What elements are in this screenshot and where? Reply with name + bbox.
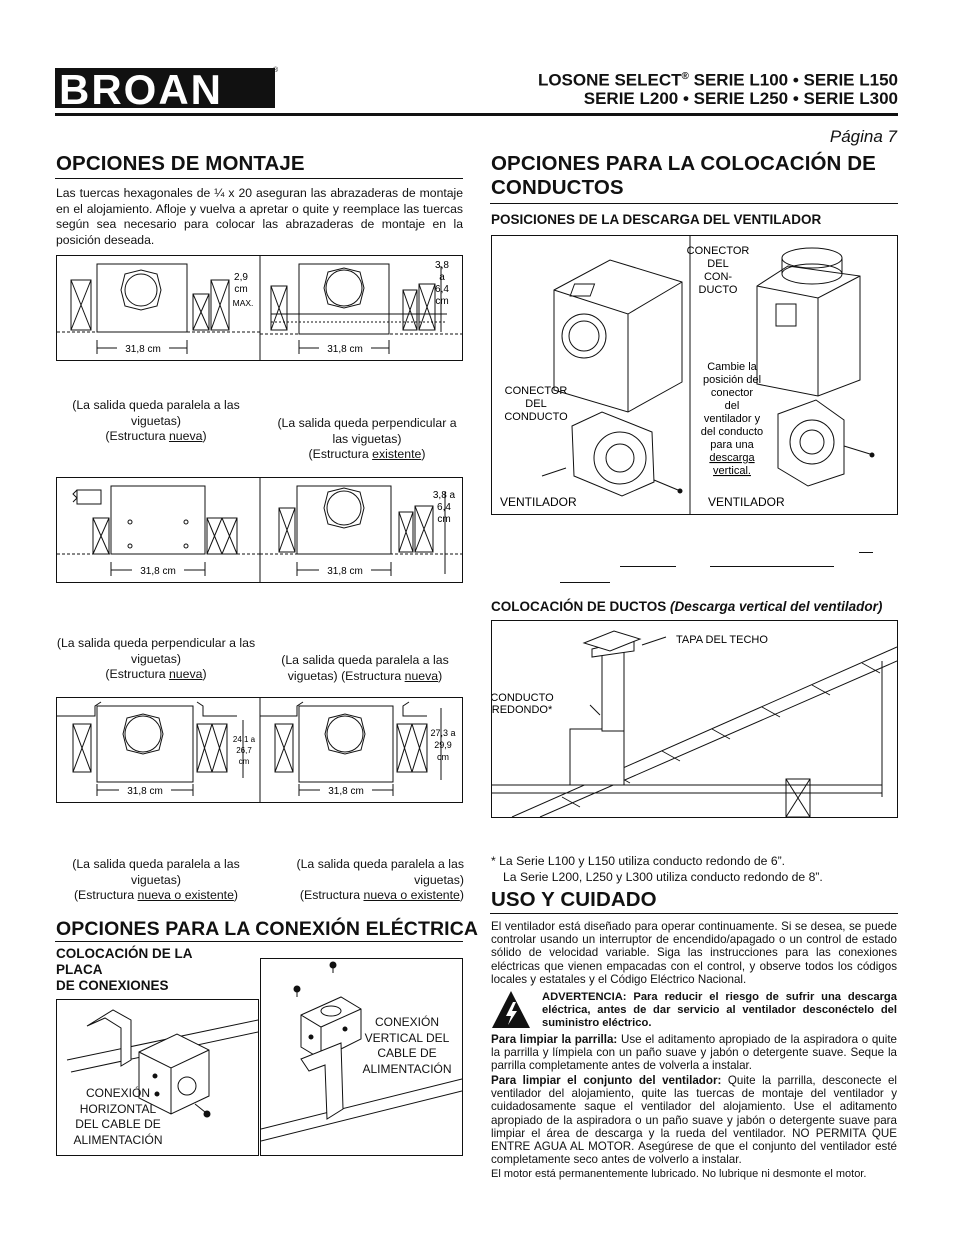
svg-text:DEL: DEL (525, 398, 546, 410)
svg-text:posición del: posición del (703, 374, 761, 386)
electrical-rule (55, 941, 463, 942)
caption-4: (La salida queda paralela a las viguetas… (281, 653, 449, 683)
svg-text:3,8: 3,8 (435, 260, 449, 271)
stray-rule-3 (710, 566, 834, 567)
fig1-dim-a: 2,9 (234, 272, 248, 283)
svg-text:DEL: DEL (707, 258, 728, 270)
caption-6: (La salida queda paralela a las viguetas… (296, 857, 465, 902)
caption-1: (La salida queda paralela a las viguetas… (72, 398, 240, 443)
electrical-subtitle: COLOCACIÓN DE LA PLACA DE CONEXIONES (56, 946, 193, 993)
svg-text:cm: cm (435, 296, 448, 307)
svg-text:cm: cm (437, 752, 449, 762)
roof-cap-label: TAPA DEL TECHO (676, 634, 768, 646)
horizontal-connection-label: CONEXIÓN HORIZONTAL DEL CABLE DE ALIMENT… (73, 1086, 163, 1147)
svg-text:ventilador y: ventilador y (704, 413, 761, 425)
warning-text: ADVERTENCIA: Para reducir el riesgo de s… (542, 991, 897, 1029)
svg-text:24,1 a: 24,1 a (233, 735, 256, 744)
svg-text:DUCTO: DUCTO (699, 284, 738, 296)
trademark: ® (273, 66, 279, 74)
motor-note: El motor está permanentemente lubricado.… (491, 1168, 867, 1180)
svg-text:a: a (439, 272, 445, 283)
svg-text:cm: cm (234, 284, 247, 295)
fan-cleaning: Para limpiar el conjunto del ventilador:… (491, 1074, 897, 1167)
care-rule (490, 913, 898, 914)
mounting-rule (55, 178, 463, 179)
page-number: Página 7 (829, 127, 897, 146)
svg-text:CONDUCTO: CONDUCTO (504, 411, 568, 423)
vertical-connection-label: CONEXIÓN VERTICAL DEL CABLE DE ALIMENTAC… (362, 1015, 452, 1076)
svg-text:para una: para una (710, 439, 754, 451)
ducts-rule (490, 203, 898, 204)
broan-logo: BROAN ® (55, 62, 280, 113)
stray-rule-2 (620, 566, 676, 567)
duct-placement-subtitle: COLOCACIÓN DE DUCTOS (Descarga vertical … (491, 599, 883, 614)
svg-text:vertical.: vertical. (713, 465, 751, 477)
horizontal-connection-figure (56, 999, 259, 1156)
change-position-note: Cambie la (707, 361, 757, 373)
mounting-figure-row-2: 31,8 cm 31,8 cm 3,8 a 6,4 cm (56, 477, 463, 583)
fig3-width-label: 31,8 cm (140, 566, 176, 577)
svg-text:del conducto: del conducto (701, 426, 763, 438)
connector-label-right: CONECTOR (687, 245, 750, 257)
fig5-width-label: 31,8 cm (127, 786, 163, 797)
caption-5: (La salida queda paralela a las viguetas… (72, 857, 240, 902)
connector-label-left: CONECTOR (505, 385, 568, 397)
svg-text:6,4: 6,4 (435, 284, 449, 295)
svg-text:cm: cm (437, 514, 450, 525)
stray-rule-1 (859, 552, 873, 553)
svg-text:6,4: 6,4 (437, 502, 451, 513)
fan-discharge-subtitle: POSICIONES DE LA DESCARGA DEL VENTILADOR (491, 212, 822, 227)
model-line-1: LOSONE SELECT® SERIE L100 • SERIE L150 (537, 70, 898, 90)
mounting-figure-row-1: 31,8 cm 2,9 cm MAX. 31,8 cm 3,8 a 6,4 cm (56, 255, 463, 361)
fan-label-left: VENTILADOR (500, 495, 577, 509)
svg-text:del: del (725, 400, 740, 412)
svg-text:CON-: CON- (704, 271, 732, 283)
round-duct-label: CONDUCTO (492, 692, 554, 704)
svg-text:MAX.: MAX. (233, 298, 254, 308)
fig2-width-label: 31,8 cm (327, 344, 363, 355)
mounting-figure-row-3: 31,8 cm 24,1 a 26,7 cm 31,8 cm 27,3 a 29… (56, 697, 463, 803)
fan-discharge-figure: CONECTOR DEL CONDUCTO CONECTOR DEL CON- … (491, 235, 898, 515)
duct-footnote: * La Serie L100 y L150 utiliza conducto … (491, 854, 823, 884)
grille-cleaning: Para limpiar la parrilla: Use el aditame… (491, 1033, 897, 1073)
header-rule (55, 113, 898, 116)
electrical-title: OPCIONES PARA LA CONEXIÓN ELÉCTRICA (56, 918, 479, 940)
stray-rule-4 (560, 582, 610, 583)
svg-text:26,7: 26,7 (236, 746, 252, 755)
svg-text:29,9: 29,9 (434, 740, 452, 750)
fig4-width-label: 31,8 cm (327, 566, 363, 577)
fan-label-right: VENTILADOR (708, 495, 785, 509)
care-title: USO Y CUIDADO (491, 888, 657, 911)
brand-text: BROAN (59, 66, 223, 112)
fig1-width-label: 31,8 cm (125, 344, 161, 355)
fig6-width-label: 31,8 cm (328, 786, 364, 797)
warning-icon (491, 990, 531, 1030)
duct-placement-figure: TAPA DEL TECHO CONDUCTO REDONDO* (490, 620, 898, 818)
vertical-connection-figure (260, 958, 463, 1156)
care-paragraph: El ventilador está diseñado para operar … (491, 920, 897, 986)
caption-2: (La salida queda perpendicular a las vig… (277, 416, 457, 461)
svg-text:cm: cm (239, 757, 250, 766)
mounting-intro: Las tuercas hexagonales de ¼ x 20 asegur… (56, 186, 463, 247)
caption-3: (La salida queda perpendicular a las vig… (56, 636, 256, 681)
model-line-2: SERIE L200 • SERIE L250 • SERIE L300 (583, 89, 898, 108)
svg-text:conector: conector (711, 387, 754, 399)
ducts-title: OPCIONES PARA LA COLOCACIÓN DE CONDUCTOS (491, 152, 876, 199)
svg-text:REDONDO*: REDONDO* (492, 704, 553, 716)
svg-text:descarga: descarga (709, 452, 755, 464)
svg-text:27,3 a: 27,3 a (430, 728, 455, 738)
svg-text:3,8 a: 3,8 a (433, 490, 456, 501)
mounting-title: OPCIONES DE MONTAJE (56, 152, 305, 175)
